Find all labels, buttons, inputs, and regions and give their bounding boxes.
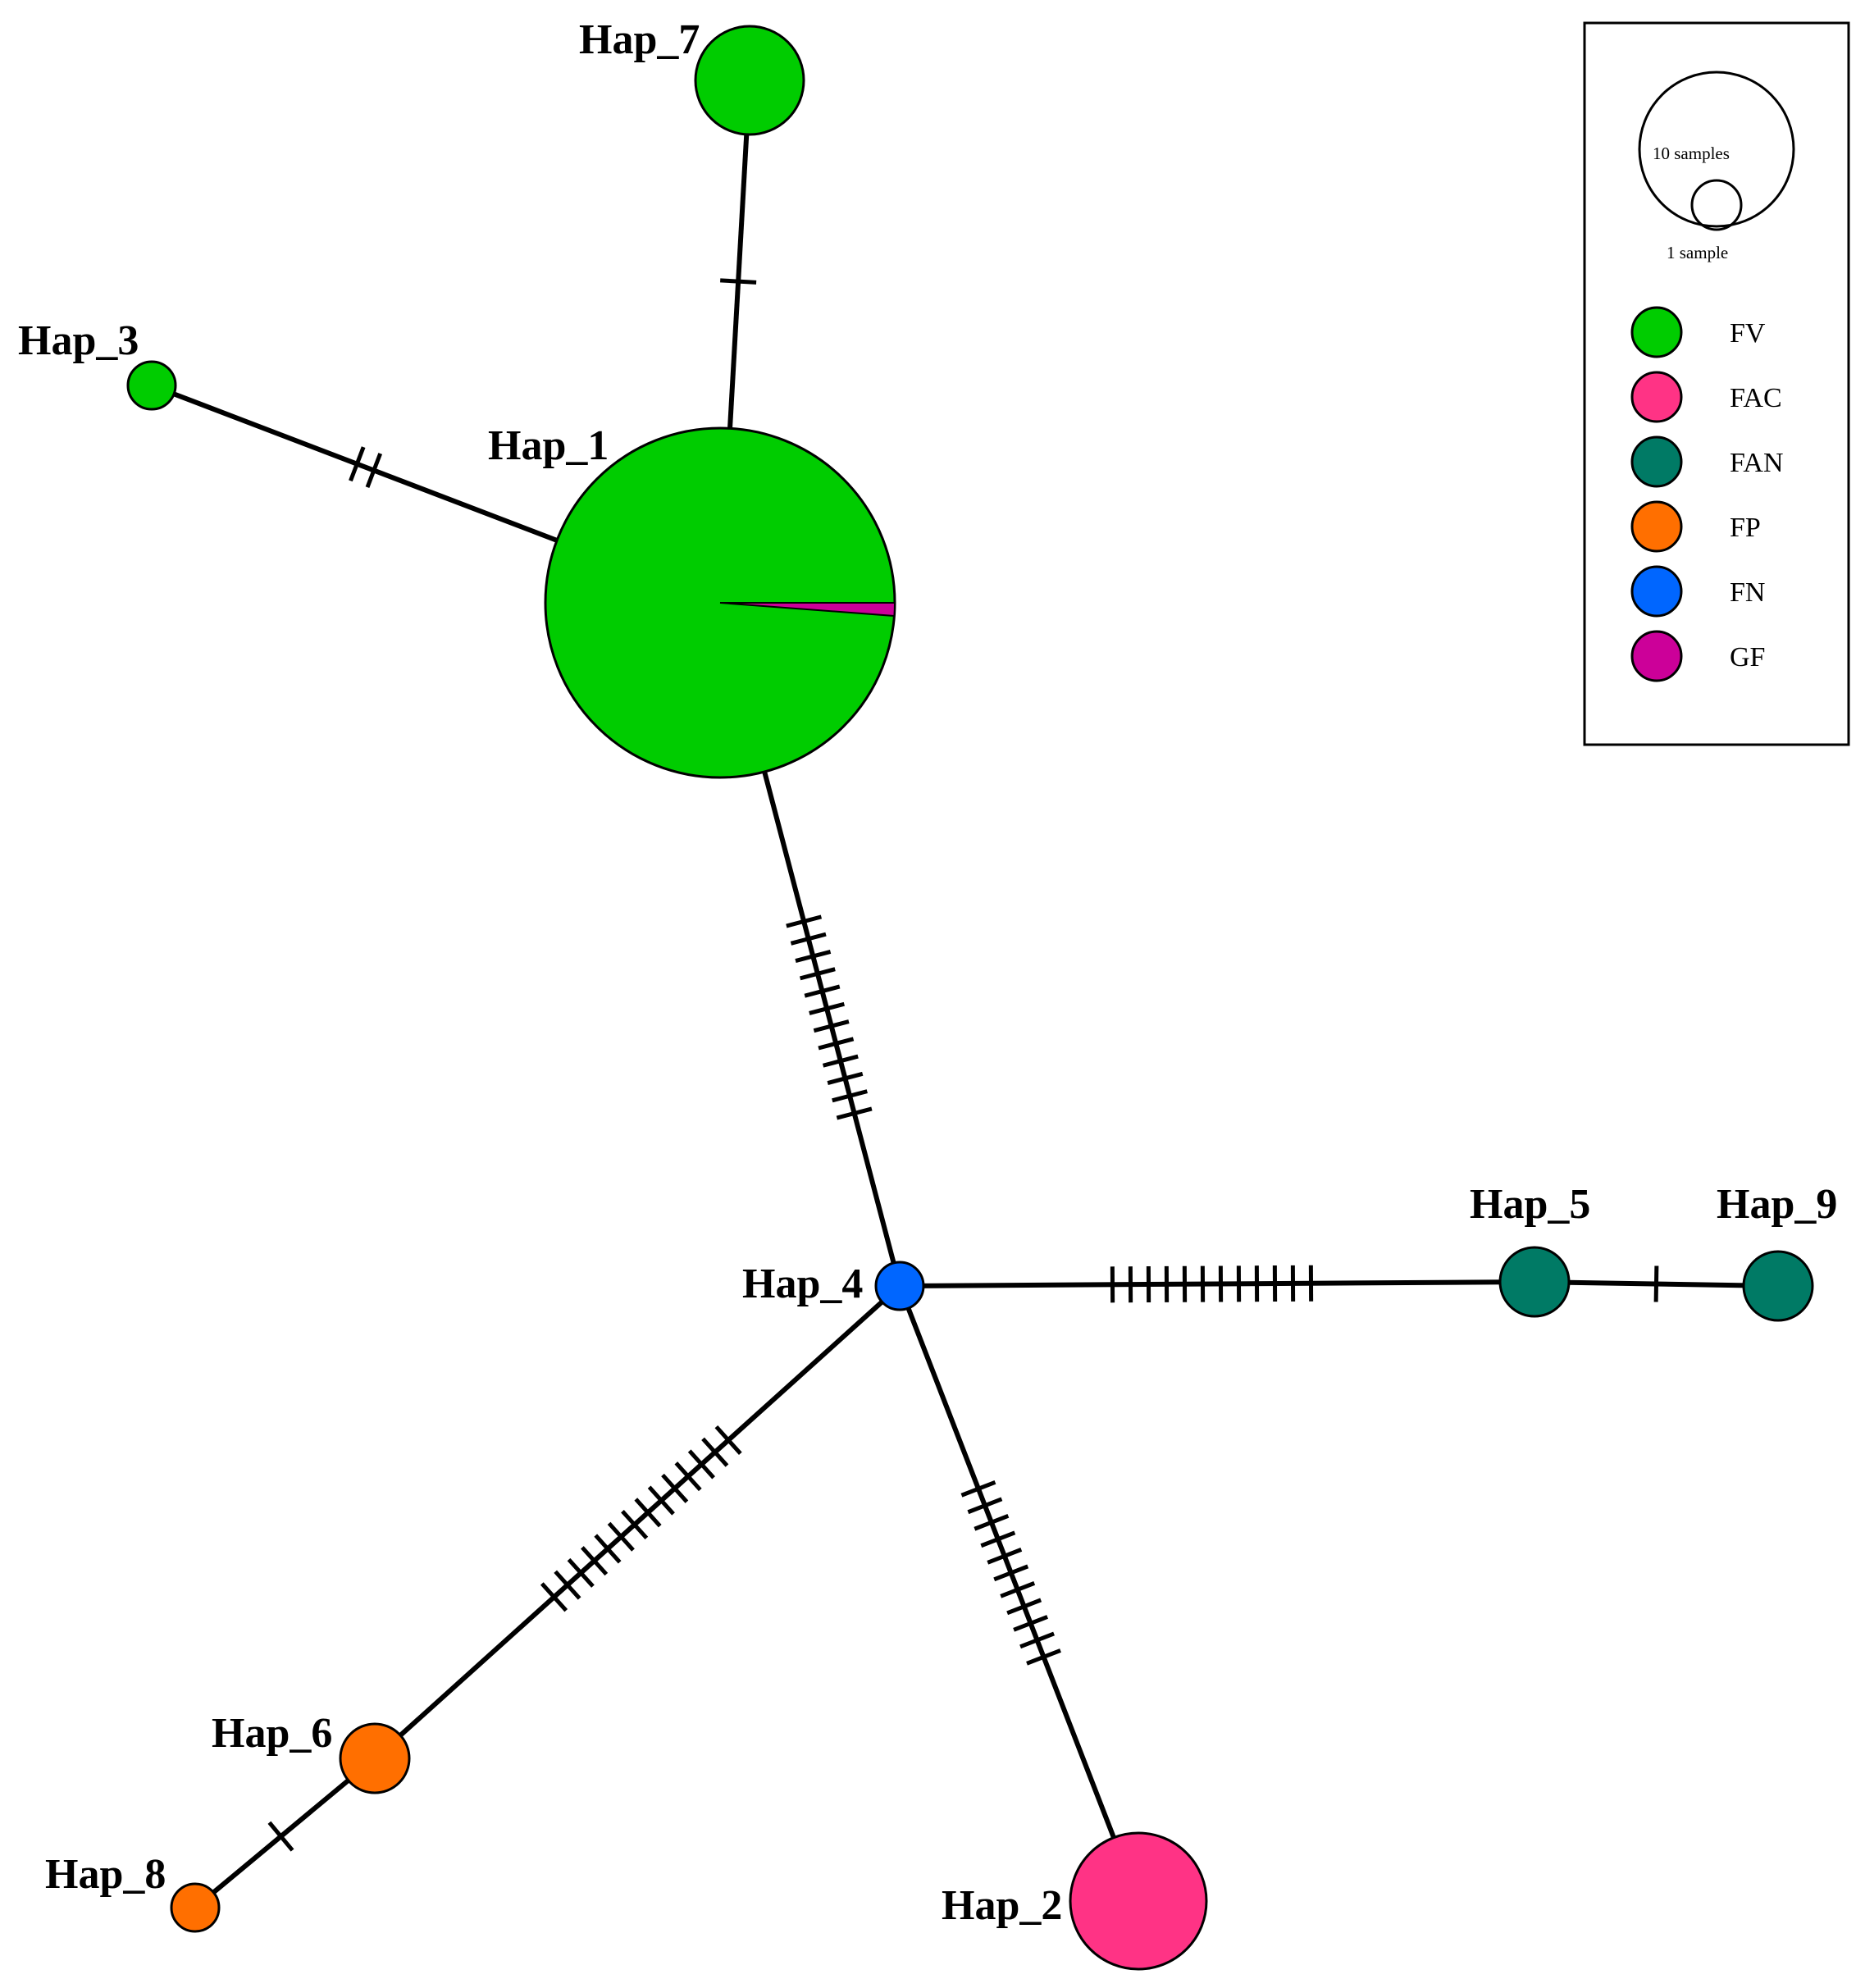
legend-size-large-label: 10 samples — [1653, 144, 1730, 163]
legend: 10 samples 1 sample FV FAC FAN FP FN GF — [1583, 21, 1850, 746]
mutation-tick — [799, 967, 836, 981]
mutation-tick — [701, 1437, 729, 1467]
mutation-tick — [836, 1106, 873, 1120]
mutation-tick — [795, 949, 832, 964]
mutation-tick — [1019, 1631, 1055, 1649]
mutation-tick — [832, 1089, 868, 1103]
legend-swatch-FAC — [1630, 371, 1683, 423]
mutation-tick — [567, 1557, 595, 1588]
mutation-tick — [790, 932, 827, 946]
legend-swatch-FN — [1630, 565, 1683, 618]
network-edges — [150, 80, 1779, 1910]
legend-label-FP: FP — [1730, 513, 1761, 543]
legend-swatch-GF — [1630, 630, 1683, 682]
haplotype-label-hap7: Hap_7 — [579, 16, 700, 63]
haplotype-slice-GF — [719, 602, 896, 618]
mutation-tick — [967, 1497, 1003, 1515]
edge-hap6-hap8 — [194, 1756, 376, 1910]
mutation-tick — [365, 453, 383, 489]
legend-size-small-circle — [1690, 179, 1743, 231]
mutation-tick — [960, 1480, 996, 1498]
mutation-tick — [786, 914, 823, 928]
mutation-tick — [987, 1548, 1023, 1565]
mutation-tick — [1000, 1581, 1036, 1598]
mutation-tick — [1026, 1648, 1061, 1666]
mutation-tick — [1013, 1615, 1049, 1632]
legend-label-FAN: FAN — [1730, 448, 1784, 478]
haplotype-label-hap8: Hap_8 — [45, 1851, 166, 1898]
haplotype-label-hap3: Hap_3 — [18, 317, 139, 364]
haplotype-node-hap2 — [1069, 1831, 1208, 1971]
mutation-tick — [813, 1019, 850, 1033]
mutation-tick — [822, 1054, 859, 1068]
mutation-tick — [349, 446, 366, 482]
haplotype-node-hap9 — [1742, 1250, 1814, 1322]
legend-swatch-FV — [1630, 306, 1683, 358]
mutation-tick — [804, 984, 841, 998]
mutation-tick — [687, 1449, 715, 1480]
edge-hap4-hap5 — [899, 1279, 1535, 1288]
haplotype-node-hap3 — [126, 360, 177, 411]
mutation-tick — [621, 1509, 649, 1540]
mutation-tick — [974, 1514, 1010, 1531]
edge-hap4-hap2 — [897, 1284, 1141, 1903]
mutation-tick — [267, 1821, 294, 1852]
haplotype-label-hap1: Hap_1 — [488, 422, 609, 469]
mutation-tick — [809, 1001, 846, 1015]
mutation-tick — [674, 1461, 702, 1492]
mutation-tick — [827, 1071, 864, 1085]
legend-size-small-label: 1 sample — [1667, 243, 1728, 262]
haplotype-node-hap5 — [1498, 1246, 1571, 1318]
legend-label-FV: FV — [1730, 318, 1766, 349]
mutation-tick — [647, 1485, 675, 1516]
haplotype-node-hap6 — [339, 1722, 411, 1794]
haplotype-node-hap7 — [694, 25, 805, 136]
legend-size-large-circle — [1638, 71, 1795, 228]
mutation-tick — [1653, 1265, 1659, 1302]
legend-swatch-FP — [1630, 500, 1683, 553]
legend-items: FV FAC FAN FP FN GF — [1630, 306, 1784, 682]
network-nodes — [126, 25, 1814, 1971]
haplotype-label-hap4: Hap_4 — [742, 1261, 863, 1307]
mutation-tick — [1006, 1598, 1042, 1616]
mutation-tick — [720, 278, 757, 285]
haplotype-label-hap2: Hap_2 — [942, 1882, 1062, 1929]
haplotype-label-hap5: Hap_5 — [1470, 1181, 1590, 1228]
legend-label-FAC: FAC — [1730, 383, 1782, 413]
legend-label-GF: GF — [1730, 642, 1765, 673]
legend-swatch-FAN — [1630, 435, 1683, 488]
mutation-tick — [607, 1521, 635, 1552]
mutation-tick — [634, 1498, 662, 1528]
mutation-tick — [993, 1564, 1029, 1582]
legend-label-FN: FN — [1730, 577, 1765, 608]
haplotype-node-hap4 — [874, 1261, 925, 1311]
legend-frame — [1583, 21, 1850, 746]
haplotype-label-hap6: Hap_6 — [212, 1710, 332, 1757]
mutation-tick — [594, 1534, 622, 1564]
mutation-tick — [581, 1546, 609, 1576]
mutation-tick — [554, 1570, 581, 1600]
haplotype-node-hap8 — [170, 1882, 221, 1933]
mutation-tick — [980, 1530, 1016, 1548]
haplotype-label-hap9: Hap_9 — [1717, 1181, 1837, 1228]
mutation-tick — [714, 1425, 742, 1456]
mutation-tick — [661, 1473, 689, 1503]
edge-hap4-hap6 — [372, 1284, 902, 1761]
mutation-tick — [540, 1582, 568, 1612]
mutation-tick — [818, 1037, 855, 1051]
